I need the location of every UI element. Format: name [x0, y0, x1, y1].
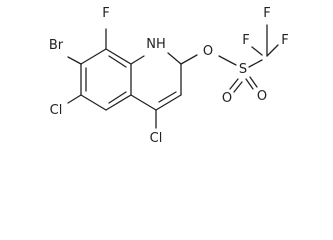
bond-c6-cl	[67, 94, 82, 104]
atom-nh: NH	[146, 37, 166, 52]
bond-c8-c8a	[105, 48, 132, 65]
bond-s-cf3	[248, 59, 263, 68]
double-bond-c4a-c5	[108, 91, 127, 104]
atom-cl-bottom: Cl	[150, 131, 163, 146]
atom-cl-left: Cl	[50, 103, 63, 118]
bond-c7-br	[67, 56, 82, 65]
bond-c-f-right	[266, 44, 279, 57]
bond-n-c2	[167, 52, 182, 65]
bond-c8a-n	[130, 55, 145, 65]
bond-c3-c4	[155, 94, 182, 111]
bond-o-s	[218, 55, 237, 66]
bond-s-o2-b	[249, 76, 258, 88]
bond-s-o1-b	[233, 81, 243, 93]
structural-formula: Br F NH O S O O F F F Cl Cl	[49, 6, 289, 146]
bond-c-f-left	[251, 46, 263, 56]
atom-o-sulfonyl-1: O	[222, 91, 232, 106]
bond-c4a-c5	[105, 94, 132, 111]
nitrogen-ring	[130, 52, 182, 111]
substituent-bonds	[67, 24, 279, 129]
molecule-diagram: Br F NH O S O O F F F Cl Cl	[49, 6, 289, 146]
atom-labels: Br F NH O S O O F F F Cl Cl	[49, 6, 289, 146]
atom-o-sulfonyl-2: O	[257, 89, 267, 104]
atom-f-cf3-top: F	[263, 6, 270, 21]
atom-f-cf3-left: F	[242, 33, 249, 48]
bond-c7-c8	[80, 48, 107, 65]
atom-s: S	[239, 62, 247, 77]
bond-c5-c6	[80, 94, 107, 111]
atom-f-cf3-right: F	[281, 33, 288, 48]
bond-s-o1-a	[229, 78, 239, 90]
bond-s-o2-a	[245, 78, 254, 90]
atom-br: Br	[49, 38, 64, 53]
double-bond-c8-c8a	[108, 55, 127, 68]
atom-o-ether: O	[203, 44, 213, 59]
bond-c2-o	[180, 54, 198, 65]
bond-c4-c4a	[130, 94, 157, 111]
double-bond-c3-c4	[158, 91, 177, 103]
benzene-ring	[80, 48, 132, 111]
atom-f-top: F	[102, 6, 109, 21]
